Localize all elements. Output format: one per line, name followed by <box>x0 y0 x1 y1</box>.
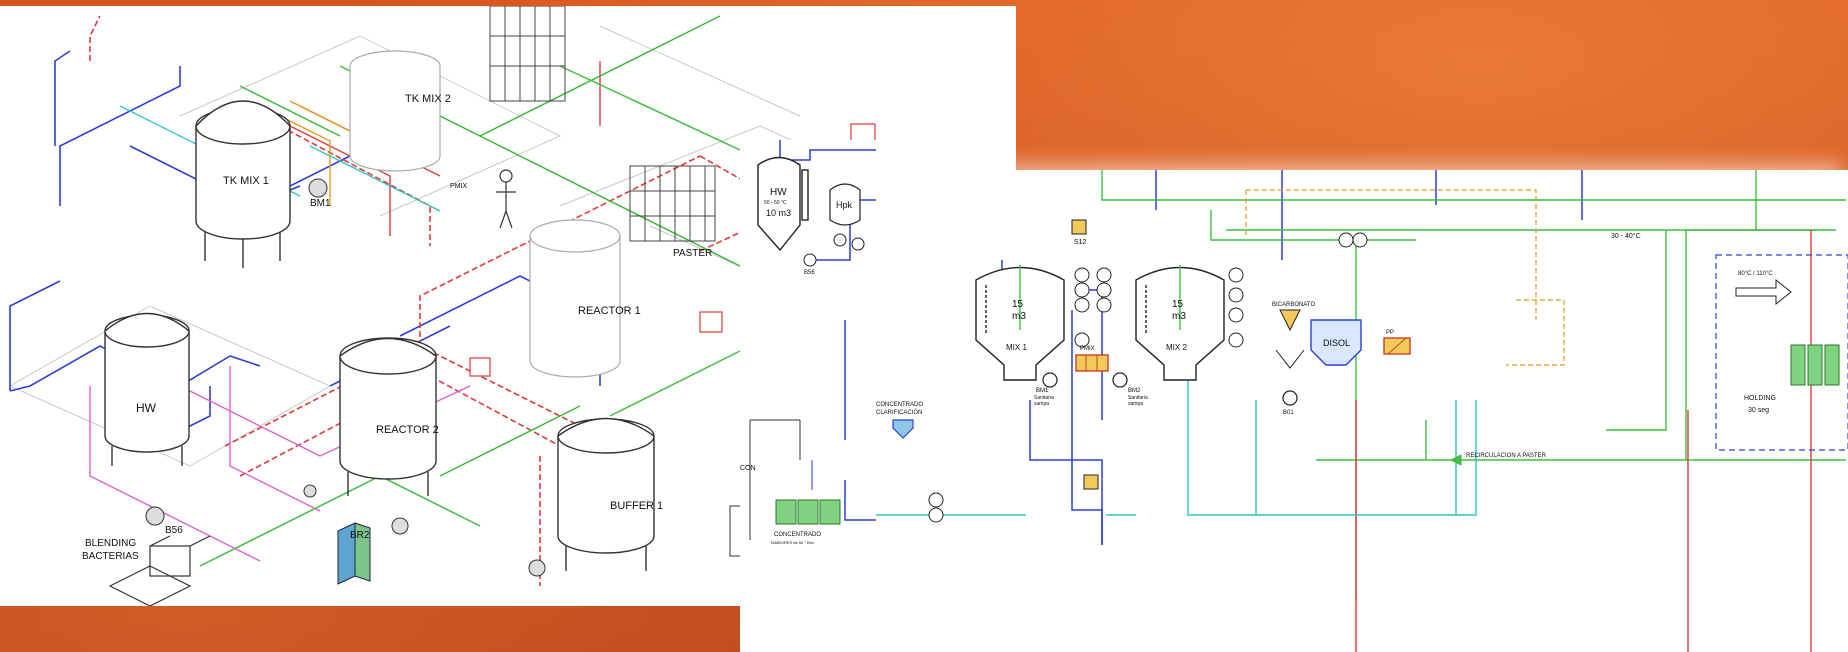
pid-red-lines <box>1355 230 1812 652</box>
pid-orange-lines <box>1245 189 1565 366</box>
reactor2-tank <box>339 337 437 496</box>
instrument-bubbles <box>928 232 1368 523</box>
pid-valves <box>1071 219 1099 490</box>
br2-label: BR2 <box>350 530 370 541</box>
washing-stand <box>749 419 813 540</box>
recirculacion-label: RECIRCULACION A PASTER <box>1466 453 1547 459</box>
pid-pumps <box>1042 372 1298 406</box>
concentrado-clar-2: CLARIFICACIÓN <box>876 409 922 416</box>
pid-left-svg: HW 50 - 50 °C 10 m3 Hpk B56 CON CONCENTR… <box>740 140 876 545</box>
buffer1-label: BUFFER 1 <box>610 500 663 512</box>
hw-temp-label: 50 - 50 °C <box>764 200 787 206</box>
mix1-unit: m3 <box>1012 311 1026 322</box>
tk-mix1-tank <box>195 100 291 268</box>
hw-label: HW <box>136 401 157 415</box>
hw-vessel <box>757 156 809 252</box>
concentrado-clar-1: CONCENTRADO <box>876 402 923 408</box>
bm1-sub1: Sanitaria <box>1034 395 1054 401</box>
pid-left-blue-lines <box>779 140 876 521</box>
mix1-vessel <box>975 265 1065 381</box>
hw-tank-label: HW <box>770 187 787 198</box>
mix2-vol: 15 <box>1172 299 1184 310</box>
instrument-icon-2 <box>851 237 865 251</box>
pid-left-section: HW 50 - 50 °C 10 m3 Hpk B56 CON CONCENTR… <box>740 140 876 652</box>
temp-arrow-box <box>1735 278 1792 306</box>
hw-tank <box>104 312 190 466</box>
hpk-vessel <box>829 183 861 226</box>
mix2-label: MIX 2 <box>1166 343 1187 352</box>
bm1-label: BM1 <box>310 198 331 209</box>
mix2-unit: m3 <box>1172 311 1186 322</box>
pp-exchanger <box>1383 337 1411 355</box>
concentrado-label: CONCENTRADO <box>774 532 821 538</box>
bm1-sub2: sampa <box>1034 401 1049 407</box>
mix2-vessel <box>1135 265 1225 381</box>
pp-label: PP <box>1386 330 1394 336</box>
tk-mix2-tank <box>349 50 441 172</box>
pid-green-lines <box>1101 170 1846 600</box>
concentrado-sub-label: TAMBORES de 60 ° Brix <box>770 540 814 545</box>
tk-mix2-label: TK MIX 2 <box>405 93 451 105</box>
holding-temp-label: 80°C / 110°C <box>1738 271 1773 277</box>
b56-pid-label: B56 <box>804 270 815 276</box>
s12-label: S12 <box>1074 239 1087 246</box>
temp-range-label: 30 - 40°C <box>1611 232 1641 240</box>
disol-label: DISOL <box>1323 338 1350 348</box>
br2-cabinet <box>337 522 371 585</box>
mix1-label: MIX 1 <box>1006 343 1027 352</box>
person-figure-icon <box>496 169 516 229</box>
bacterias-label: BACTERIAS <box>82 551 139 562</box>
pid-svg: S12 15 m3 MIX 1 15 m3 MIX 2 PMIX BM1 San… <box>876 170 1848 652</box>
reactor1-label: REACTOR 1 <box>578 305 641 317</box>
tk-mix1-label: TK MIX 1 <box>223 175 269 187</box>
bm2-sub2: sampa <box>1128 401 1143 407</box>
b01-label: B01 <box>1283 410 1294 416</box>
bicarbonato-label: BICARBONATO <box>1272 302 1315 308</box>
recirculation-arrow <box>1449 454 1462 466</box>
holding-label: HOLDING <box>1744 395 1776 402</box>
paster-label: PASTER <box>673 248 712 259</box>
blending-unit <box>108 535 211 606</box>
bicarbonato-hopper <box>1275 309 1305 369</box>
b56-pump-icon <box>803 253 817 267</box>
con-label: CON <box>740 465 756 472</box>
bm2-sub1: Sanitaria <box>1128 395 1148 401</box>
hw-vol-label: 10 m3 <box>766 208 791 218</box>
blending-label: BLENDING <box>85 538 136 549</box>
hpk-label: Hpk <box>836 200 853 210</box>
pmix-label: PMIX <box>1080 346 1095 352</box>
pumps <box>145 178 546 577</box>
paster-skid <box>629 165 716 242</box>
b56-label: B56 <box>165 525 183 536</box>
reactor1-tank <box>529 219 621 378</box>
pmix-exchanger <box>1075 354 1109 372</box>
top-equipment-frame <box>489 6 566 102</box>
holding-box <box>1715 254 1848 451</box>
pid-schematic: S12 15 m3 MIX 1 15 m3 MIX 2 PMIX BM1 San… <box>876 170 1848 652</box>
bm1-label: BM1 <box>1036 388 1049 394</box>
clarificacion-arrow <box>892 419 914 439</box>
buffer1-tank <box>557 417 655 571</box>
instrument-icon <box>833 233 847 247</box>
mix1-vol: 15 <box>1012 299 1024 310</box>
reactor2-label: REACTOR 2 <box>376 424 439 436</box>
bm2-label: BM2 <box>1128 388 1141 394</box>
concentrado-drum-set <box>775 499 841 525</box>
pmix-label: PMIX <box>450 183 467 190</box>
disol-tank <box>1310 319 1362 366</box>
holding-tubes <box>1790 344 1840 386</box>
holding-time-label: 30 seg <box>1748 407 1769 414</box>
